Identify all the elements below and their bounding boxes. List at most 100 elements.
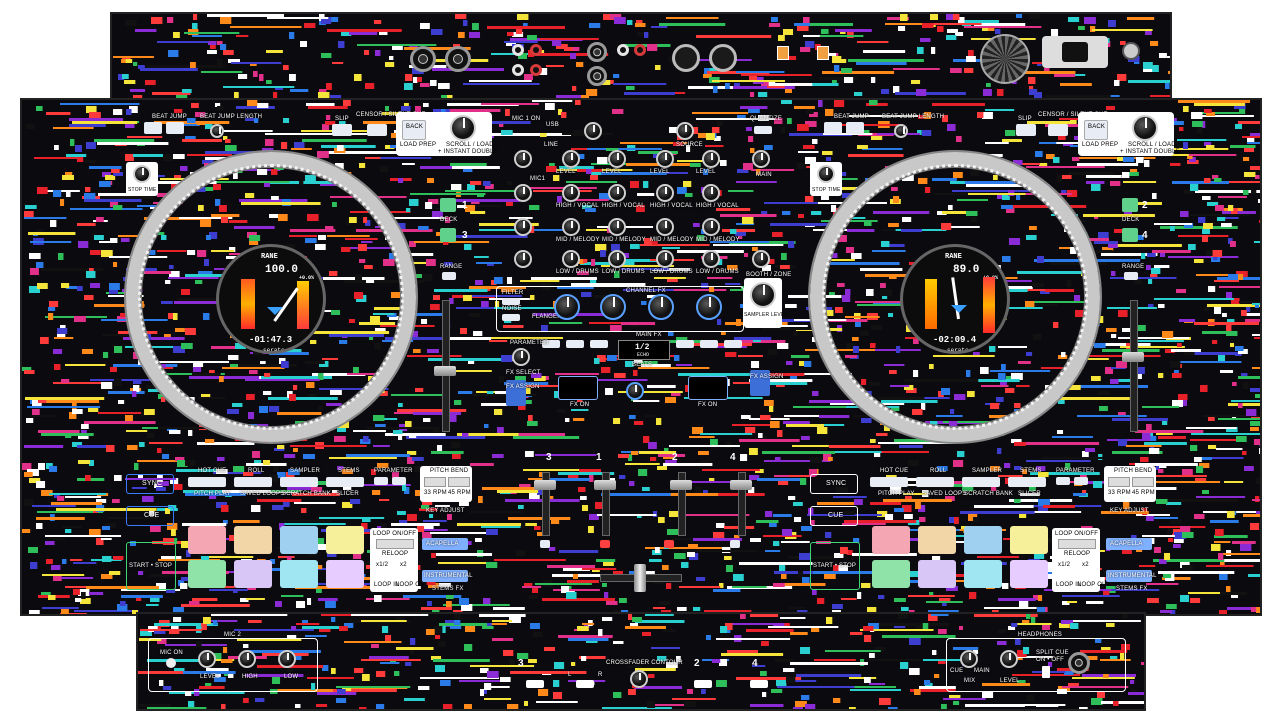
beat-jump-length-knob[interactable]	[210, 124, 224, 138]
rca-jack[interactable]	[530, 44, 542, 56]
main-level-knob[interactable]	[752, 150, 770, 168]
fader-reverse-switch[interactable]	[750, 680, 768, 688]
main-out-xlr-left[interactable]	[672, 44, 700, 72]
parameter-left-button[interactable]	[374, 477, 388, 485]
pitch-fader-left[interactable]	[434, 366, 456, 376]
fx-type-button[interactable]	[566, 340, 584, 348]
fader-reverse-switch[interactable]	[576, 680, 594, 688]
performance-pad[interactable]	[918, 526, 956, 554]
channel-eq-knob[interactable]	[656, 150, 674, 168]
pitch-bend-down-button[interactable]	[424, 477, 446, 487]
quantize-button[interactable]	[754, 126, 772, 134]
loop-on-off-button[interactable]	[1058, 539, 1096, 549]
fx-assign-right-button[interactable]	[750, 370, 770, 396]
source-knob-right[interactable]	[676, 122, 694, 140]
booth-level-knob[interactable]	[752, 250, 770, 268]
channel-eq-knob[interactable]	[608, 218, 626, 236]
fader-reverse-switch[interactable]	[526, 680, 544, 688]
performance-pad[interactable]	[964, 526, 1002, 554]
acapella-button[interactable]	[1106, 538, 1152, 550]
booth-jack-2[interactable]	[587, 66, 607, 86]
channel-fx-knob-2[interactable]	[648, 294, 674, 320]
censor-button[interactable]	[1048, 124, 1068, 136]
fx-assign-left-button[interactable]	[506, 380, 526, 406]
sync-button[interactable]	[126, 474, 174, 494]
channel-eq-knob[interactable]	[656, 218, 674, 236]
performance-pad[interactable]	[1010, 526, 1048, 554]
performance-pad[interactable]	[188, 526, 226, 554]
performance-pad[interactable]	[918, 560, 956, 588]
pitch-bend-up-button[interactable]	[1132, 477, 1154, 487]
rca-jack[interactable]	[530, 64, 542, 76]
performance-pad[interactable]	[234, 526, 272, 554]
mic-on-button[interactable]	[166, 658, 176, 668]
performance-pad[interactable]	[326, 526, 364, 554]
loop-on-off-button[interactable]	[376, 539, 414, 549]
roll-mode-button[interactable]	[916, 477, 954, 487]
deck-select-4-button[interactable]	[1122, 228, 1138, 242]
rca-jack[interactable]	[512, 64, 524, 76]
channel-eq-knob[interactable]	[608, 150, 626, 168]
channel-eq-knob[interactable]	[656, 250, 674, 268]
usb-b-port[interactable]	[777, 46, 789, 60]
stop-time-knob[interactable]	[133, 165, 151, 183]
performance-pad[interactable]	[280, 526, 318, 554]
channel-fader-1[interactable]	[594, 480, 616, 490]
beat-jump-forward-button[interactable]	[166, 122, 184, 134]
back-button[interactable]	[402, 120, 426, 140]
headphone-level-knob[interactable]	[1000, 650, 1018, 668]
channel-fader-2[interactable]	[670, 480, 692, 490]
cue-2-button[interactable]	[664, 540, 674, 548]
pitch-bend-up-button[interactable]	[448, 477, 470, 487]
channel-eq-knob[interactable]	[656, 184, 674, 202]
fx-type-button[interactable]	[700, 340, 718, 348]
performance-pad[interactable]	[280, 560, 318, 588]
fx-on-left-button[interactable]	[558, 376, 598, 400]
pitch-fader-right[interactable]	[1122, 352, 1144, 362]
split-cue-switch[interactable]	[1042, 666, 1050, 678]
channel-eq-knob[interactable]	[702, 184, 720, 202]
fx-type-button[interactable]	[590, 340, 608, 348]
deck-select-1-button[interactable]	[440, 198, 456, 212]
sampler-mode-button[interactable]	[962, 477, 1000, 487]
stems-mode-button[interactable]	[326, 477, 364, 487]
booth-jack[interactable]	[587, 42, 607, 62]
sampler-mode-button[interactable]	[280, 477, 318, 487]
slip-button[interactable]	[1016, 124, 1036, 136]
mic-combo-jack-2[interactable]	[445, 46, 471, 72]
deck-select-2-button[interactable]	[1122, 198, 1138, 212]
rca-jack[interactable]	[512, 44, 524, 56]
instrumental-button[interactable]	[1106, 570, 1152, 582]
channel-eq-knob[interactable]	[562, 184, 580, 202]
filter-button[interactable]	[502, 298, 520, 305]
performance-pad[interactable]	[964, 560, 1002, 588]
instrumental-button[interactable]	[422, 570, 468, 582]
channel-eq-knob[interactable]	[702, 218, 720, 236]
performance-pad[interactable]	[1010, 560, 1048, 588]
performance-pad[interactable]	[872, 526, 910, 554]
channel-eq-knob[interactable]	[702, 250, 720, 268]
sampler-level-knob[interactable]	[750, 282, 776, 308]
start-stop-button[interactable]	[810, 542, 860, 590]
kensington-lock[interactable]	[1122, 42, 1140, 60]
scroll-load-knob[interactable]	[1132, 115, 1158, 141]
scroll-load-knob[interactable]	[450, 115, 476, 141]
hot-cue-mode-button[interactable]	[870, 477, 908, 487]
channel-eq-knob[interactable]	[562, 150, 580, 168]
crossfader-contour-knob[interactable]	[630, 670, 648, 688]
slip-button[interactable]	[332, 124, 352, 136]
parameter-knob[interactable]	[512, 348, 530, 366]
range-button[interactable]	[1124, 272, 1138, 280]
censor-button[interactable]	[367, 124, 387, 136]
performance-pad[interactable]	[326, 560, 364, 588]
pitch-bend-down-button[interactable]	[1108, 477, 1130, 487]
mic2-level-knob[interactable]	[198, 650, 216, 668]
cue-1-button[interactable]	[600, 540, 610, 548]
acapella-button[interactable]	[422, 538, 468, 550]
stop-time-knob[interactable]	[817, 165, 835, 183]
mic-combo-jack[interactable]	[410, 46, 436, 72]
rca-jack[interactable]	[617, 44, 629, 56]
headphone-jack[interactable]	[1068, 652, 1090, 674]
cue-mix-knob[interactable]	[960, 650, 978, 668]
beat-jump-forward-button[interactable]	[846, 122, 864, 134]
